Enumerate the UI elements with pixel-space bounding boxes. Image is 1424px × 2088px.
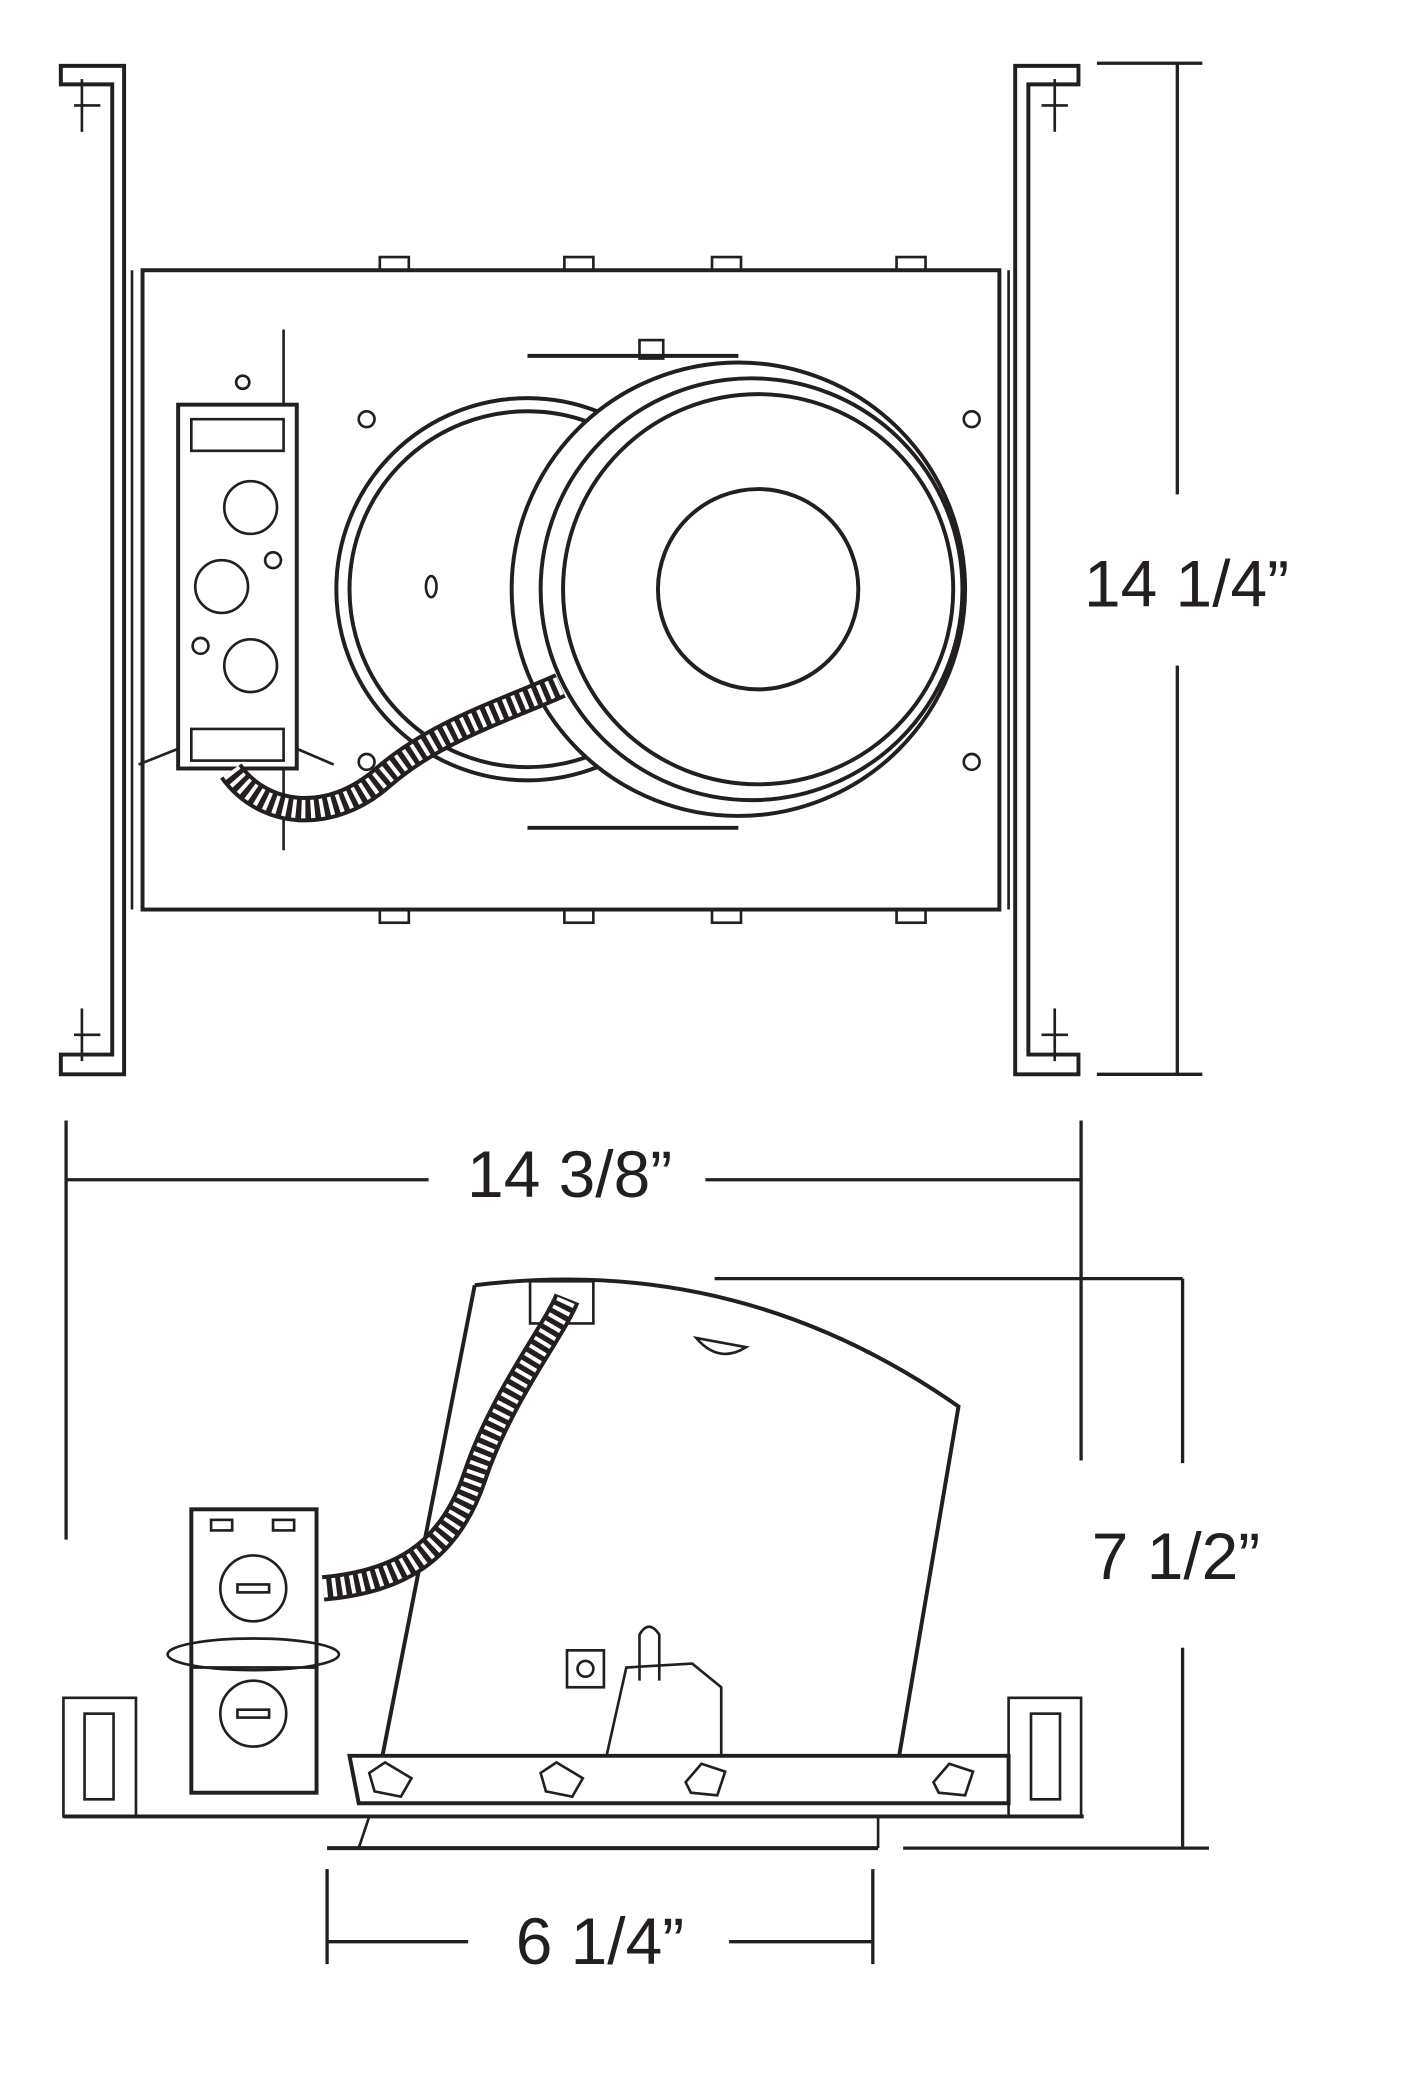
rail-clips	[367, 1760, 975, 1799]
dimension-label-14-3-8: 14 3/8”	[467, 1137, 672, 1211]
flex-conduit-side	[321, 1293, 580, 1602]
housing-can	[334, 338, 968, 830]
dimension-height-side: 7 1/2”	[714, 1276, 1261, 1850]
dimension-aperture: 6 1/4”	[325, 1869, 875, 1978]
housing-profile	[474, 1277, 961, 1757]
right-hanger-bar	[1007, 63, 1081, 1077]
left-hanger-bar	[58, 63, 134, 1077]
junction-box-side	[166, 1507, 341, 1795]
dimension-height-top: 14 1/4”	[1084, 61, 1289, 1076]
junction-box	[138, 329, 335, 851]
right-bar-end	[1007, 1696, 1083, 1818]
dimension-label-14-1-4: 14 1/4”	[1084, 546, 1289, 620]
mounting-rail	[347, 1753, 1011, 1806]
plate-holes	[234, 374, 981, 772]
side-view	[62, 1277, 1084, 1851]
dimension-label-6-1-4: 6 1/4”	[516, 1904, 685, 1978]
dimension-width-top: 14 3/8”	[64, 1120, 1083, 1540]
plate-tabs	[378, 255, 927, 925]
top-view: 14 1/4”	[58, 61, 1289, 1077]
dimension-label-7-1-2: 7 1/2”	[1092, 1519, 1261, 1593]
aperture	[655, 487, 861, 692]
left-bar-end	[62, 1696, 138, 1818]
